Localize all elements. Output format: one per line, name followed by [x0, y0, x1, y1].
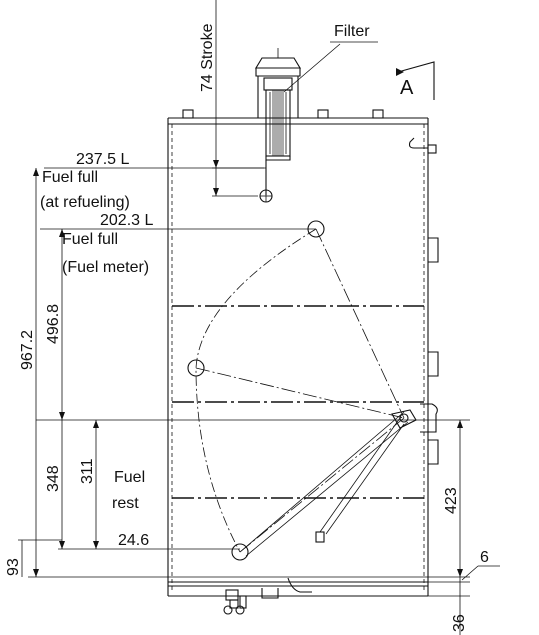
dim-311: 311 [79, 458, 96, 484]
fuel-rest-label-1: Fuel [114, 469, 145, 486]
dim-36: 36 [451, 614, 468, 632]
filler-neck-filter [255, 43, 341, 203]
section-a-label: A [400, 77, 414, 99]
dim-93: 93 [5, 558, 22, 576]
cap-full-volume: 237.5 L [76, 151, 129, 168]
rest-volume: 24.6 [118, 532, 149, 549]
dim-423: 423 [443, 487, 460, 514]
stroke-dimension: 74 Stroke [199, 0, 266, 197]
float-mechanism [187, 220, 417, 561]
drain-fittings [223, 577, 312, 615]
dim-348: 348 [45, 465, 62, 492]
fuel-meter-label: (Fuel meter) [62, 259, 149, 276]
dim-496-8: 496.8 [45, 304, 62, 344]
right-dimensions [428, 420, 500, 635]
stroke-label: 74 Stroke [199, 23, 216, 92]
meter-full-volume: 202.3 L [100, 212, 153, 229]
at-refueling-label: (at refueling) [40, 194, 130, 211]
level-lines [28, 167, 470, 578]
fuel-full-label-2: Fuel full [62, 231, 118, 248]
section-a-marker: A [396, 61, 435, 100]
fuel-rest-label-2: rest [112, 495, 139, 512]
dim-6: 6 [480, 549, 489, 566]
filter-label: Filter [334, 23, 370, 40]
tank-body [167, 109, 439, 615]
dim-967-2: 967.2 [19, 330, 36, 370]
left-dimensions [18, 168, 99, 577]
fuel-full-label: Fuel full [42, 169, 98, 186]
